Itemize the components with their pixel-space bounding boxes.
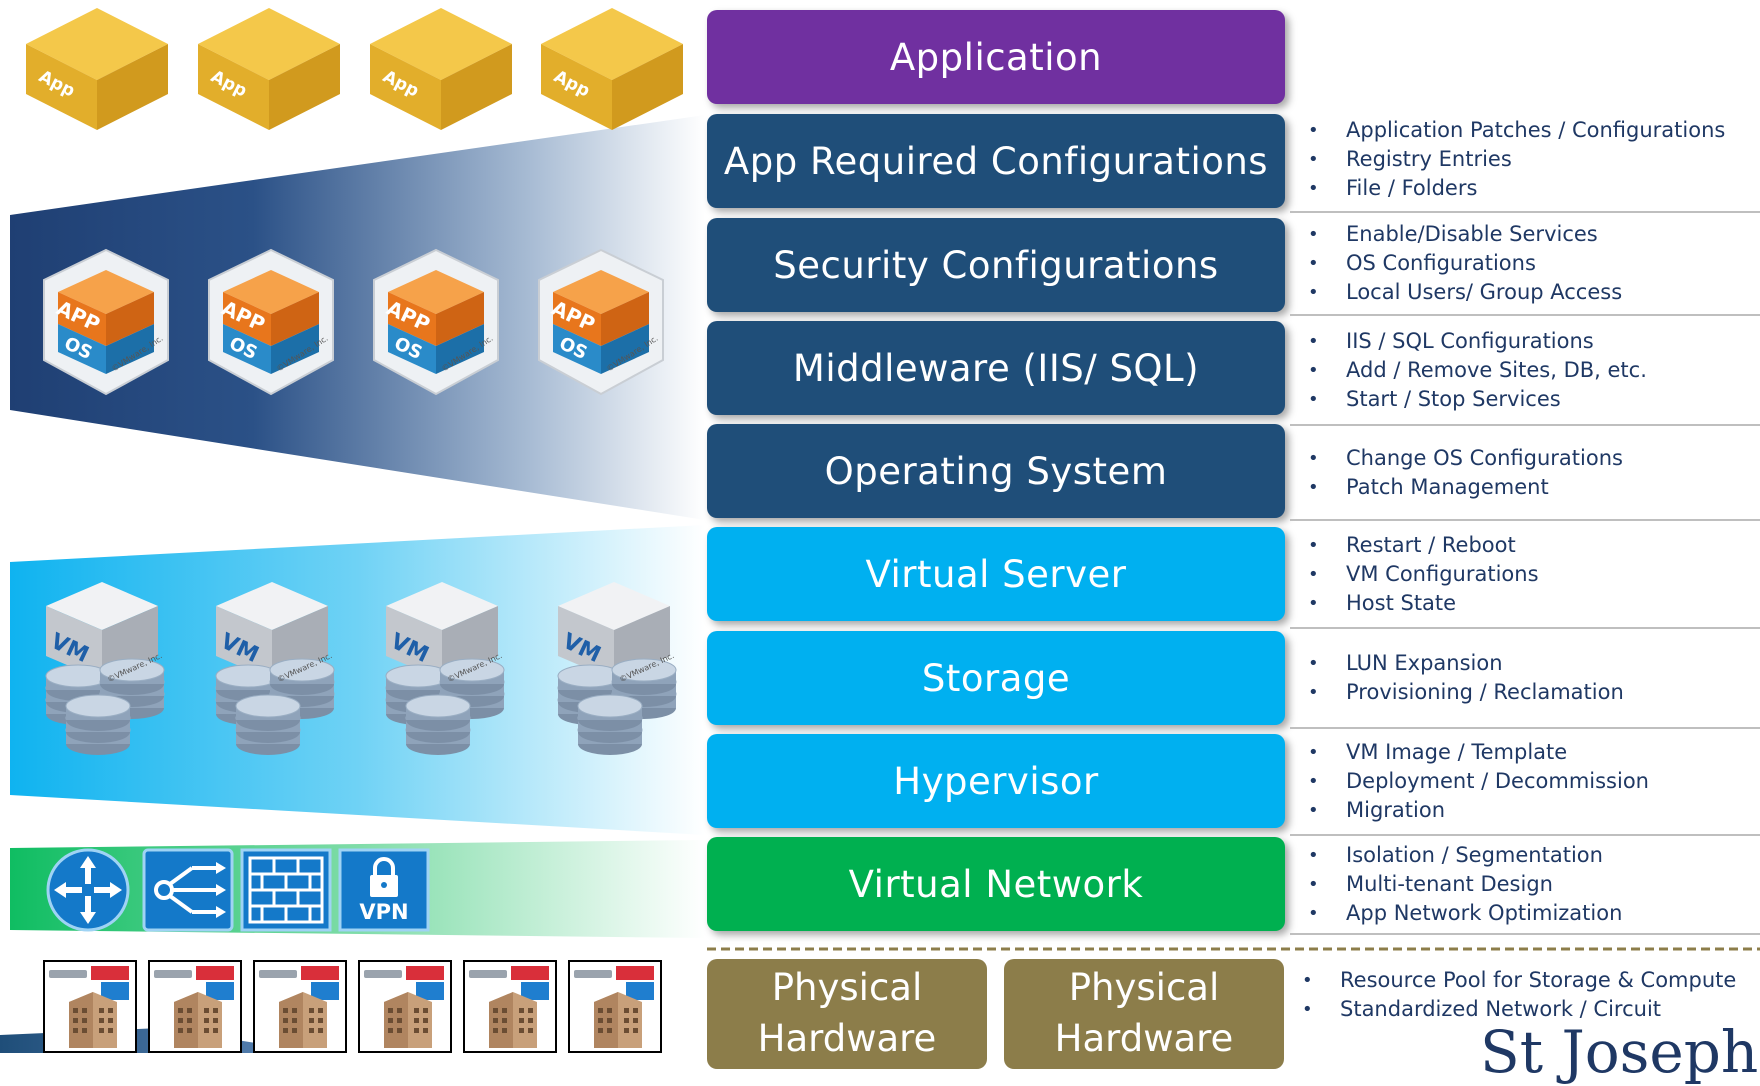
physical-line2: Hardware bbox=[1054, 1017, 1234, 1060]
description-item: Enable/Disable Services bbox=[1290, 220, 1760, 249]
description-list: Change OS ConfigurationsPatch Management bbox=[1290, 444, 1760, 502]
physical-line1: Physical bbox=[1068, 966, 1220, 1009]
vpn-icon: VPN bbox=[338, 848, 430, 932]
layer-description: Resource Pool for Storage & ComputeStand… bbox=[1284, 966, 1754, 1053]
layer-description: VM Image / TemplateDeployment / Decommis… bbox=[1290, 729, 1760, 836]
layer-application: Application bbox=[707, 10, 1285, 104]
description-item: VM Image / Template bbox=[1290, 738, 1760, 767]
layer-description: Application Patches / ConfigurationsRegi… bbox=[1290, 108, 1760, 213]
description-item: Deployment / Decommission bbox=[1290, 767, 1760, 796]
description-item: Change OS Configurations bbox=[1290, 444, 1760, 473]
description-list: IIS / SQL ConfigurationsAdd / Remove Sit… bbox=[1290, 327, 1760, 414]
description-item: Application Patches / Configurations bbox=[1290, 116, 1760, 145]
app-cube-icon: App bbox=[194, 6, 344, 134]
layer-hypervisor: Hypervisor bbox=[707, 734, 1285, 828]
datacenter-building-icon bbox=[463, 960, 557, 1053]
layer-description: Restart / RebootVM ConfigurationsHost St… bbox=[1290, 521, 1760, 629]
description-item: Host State bbox=[1290, 589, 1760, 618]
layer-description: Enable/Disable ServicesOS Configurations… bbox=[1290, 213, 1760, 316]
layer-storage: Storage bbox=[707, 631, 1285, 725]
description-item: Resource Pool for Storage & Compute bbox=[1284, 966, 1754, 995]
description-item: Standardized Network / Circuit bbox=[1284, 995, 1754, 1024]
layer-description: Change OS ConfigurationsPatch Management bbox=[1290, 426, 1760, 521]
layer-middleware: Middleware (IIS/ SQL) bbox=[707, 321, 1285, 415]
layer-operating-system: Operating System bbox=[707, 424, 1285, 518]
description-list: Application Patches / ConfigurationsRegi… bbox=[1290, 116, 1760, 203]
firewall-icon bbox=[240, 848, 332, 932]
load-balancer-icon bbox=[142, 848, 234, 932]
vm-storage-icon: VM©VMware, Inc. bbox=[36, 580, 176, 764]
app-cube-icon: App bbox=[366, 6, 516, 134]
layer-virtual-server: Virtual Server bbox=[707, 527, 1285, 621]
description-item: Add / Remove Sites, DB, etc. bbox=[1290, 356, 1760, 385]
layer-virtual-network: Virtual Network bbox=[707, 837, 1285, 931]
description-item: Local Users/ Group Access bbox=[1290, 278, 1760, 307]
layer-app-required-configurations: App Required Configurations bbox=[707, 114, 1285, 208]
datacenter-building-icon bbox=[148, 960, 242, 1053]
description-list: Isolation / SegmentationMulti-tenant Des… bbox=[1290, 841, 1760, 928]
app-cube-icon: App bbox=[22, 6, 172, 134]
description-list: Enable/Disable ServicesOS Configurations… bbox=[1290, 220, 1760, 307]
vm-storage-icon: VM©VMware, Inc. bbox=[376, 580, 516, 764]
physical-line1: Physical bbox=[771, 966, 923, 1009]
vm-storage-icon: VM©VMware, Inc. bbox=[206, 580, 346, 764]
router-icon bbox=[42, 848, 134, 932]
datacenter-building-icon bbox=[568, 960, 662, 1053]
description-item: Patch Management bbox=[1290, 473, 1760, 502]
description-item: Isolation / Segmentation bbox=[1290, 841, 1760, 870]
description-item: App Network Optimization bbox=[1290, 899, 1760, 928]
description-item: Multi-tenant Design bbox=[1290, 870, 1760, 899]
description-item: LUN Expansion bbox=[1290, 649, 1760, 678]
description-item: Registry Entries bbox=[1290, 145, 1760, 174]
layer-description: IIS / SQL ConfigurationsAdd / Remove Sit… bbox=[1290, 316, 1760, 426]
vm-storage-icon: VM©VMware, Inc. bbox=[548, 580, 688, 764]
description-list: VM Image / TemplateDeployment / Decommis… bbox=[1290, 738, 1760, 825]
description-list: Restart / RebootVM ConfigurationsHost St… bbox=[1290, 531, 1760, 618]
description-item: OS Configurations bbox=[1290, 249, 1760, 278]
description-item: Start / Stop Services bbox=[1290, 385, 1760, 414]
description-list: LUN ExpansionProvisioning / Reclamation bbox=[1290, 649, 1760, 707]
datacenter-building-icon bbox=[358, 960, 452, 1053]
physical-line2: Hardware bbox=[757, 1017, 937, 1060]
datacenter-building-icon bbox=[253, 960, 347, 1053]
description-item: Restart / Reboot bbox=[1290, 531, 1760, 560]
layer-description: Isolation / SegmentationMulti-tenant Des… bbox=[1290, 836, 1760, 935]
description-item: File / Folders bbox=[1290, 174, 1760, 203]
description-item: VM Configurations bbox=[1290, 560, 1760, 589]
layer-description: LUN ExpansionProvisioning / Reclamation bbox=[1290, 629, 1760, 729]
description-list: Resource Pool for Storage & ComputeStand… bbox=[1284, 966, 1754, 1024]
datacenter-building-icon bbox=[43, 960, 137, 1053]
logo-text: St Joseph bbox=[1480, 1018, 1759, 1086]
layer-security-configurations: Security Configurations bbox=[707, 218, 1285, 312]
app-cube-icon: App bbox=[537, 6, 687, 134]
description-item: Migration bbox=[1290, 796, 1760, 825]
vpn-label: VPN bbox=[359, 900, 409, 924]
description-item: Provisioning / Reclamation bbox=[1290, 678, 1760, 707]
description-item: IIS / SQL Configurations bbox=[1290, 327, 1760, 356]
